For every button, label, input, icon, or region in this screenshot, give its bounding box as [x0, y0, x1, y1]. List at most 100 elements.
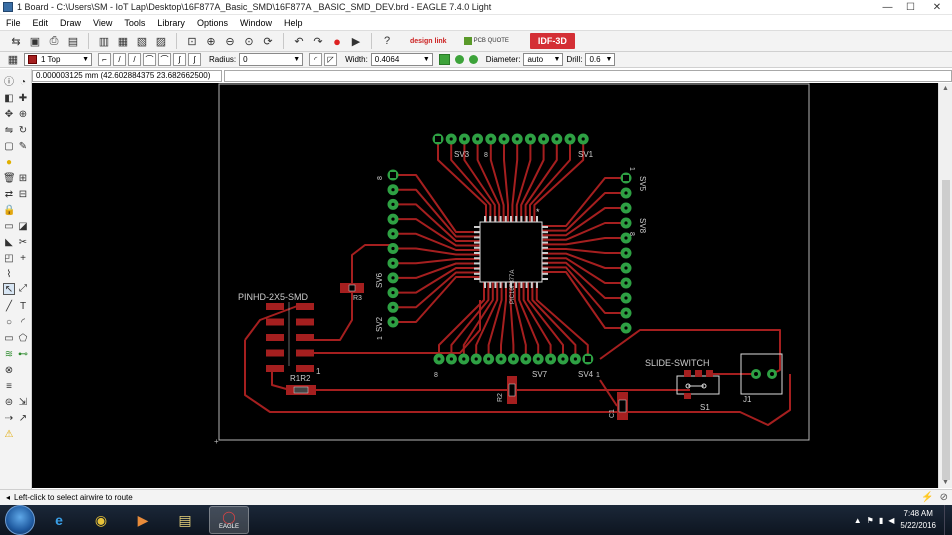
mark-icon[interactable]: ✚ — [18, 93, 28, 104]
wire-icon[interactable]: ⤢ — [19, 283, 27, 294]
undo-icon[interactable]: ↶ — [294, 35, 304, 48]
route-icon[interactable]: ⌇ — [6, 269, 12, 280]
scroll-up-icon[interactable]: ▲ — [942, 85, 949, 92]
menu-library[interactable]: Library — [157, 17, 185, 28]
menu-draw[interactable]: Draw — [60, 17, 82, 28]
polygon-icon[interactable]: ⬠ — [18, 333, 28, 344]
maximize-button[interactable]: ☐ — [906, 1, 915, 13]
zoom-select-icon[interactable]: ⊙ — [244, 35, 254, 48]
line-icon[interactable]: ╱ — [5, 301, 13, 312]
text-icon[interactable]: T — [19, 301, 27, 312]
zoom-out-icon[interactable]: ⊖ — [225, 35, 235, 48]
wire-bend-1-icon[interactable]: / — [113, 53, 126, 66]
name-icon[interactable]: ⊟ — [18, 189, 28, 200]
wire-bend-3-icon[interactable]: ⌒ — [143, 53, 156, 66]
save-icon[interactable]: ▣ — [29, 35, 41, 48]
go-icon[interactable]: ▶ — [351, 35, 361, 48]
route-auto-icon[interactable]: ↗ — [18, 413, 28, 424]
board-canvas[interactable]: + PIC16F877A * R3 R1R2 R2 C1 PINHD-2X5-S… — [32, 83, 938, 488]
wire-bend-0-icon[interactable]: ⌐ — [98, 53, 111, 66]
width-select[interactable]: 0.4064 ▼ — [370, 53, 433, 66]
signal-icon[interactable]: ⊷ — [18, 349, 28, 360]
delete-icon[interactable]: 🗑 — [3, 173, 16, 184]
show-icon[interactable]: ◔ — [19, 77, 27, 88]
via-round-icon[interactable] — [454, 55, 464, 64]
paste-icon[interactable]: ● — [5, 157, 13, 168]
optimize-icon[interactable]: ◰ — [4, 253, 14, 264]
minimize-button[interactable]: — — [882, 1, 893, 13]
open-icon[interactable]: ⇆ — [11, 35, 21, 48]
media-player-icon[interactable]: ▶ — [137, 511, 149, 528]
menu-view[interactable]: View — [93, 17, 113, 28]
via-icon[interactable]: ≋ — [4, 349, 14, 360]
replace-icon[interactable]: ⇄ — [4, 189, 14, 200]
vertical-scrollbar[interactable]: ▲ ▼ — [938, 83, 952, 488]
layer-select[interactable]: 1 Top ▼ — [24, 53, 92, 66]
tray-network-icon[interactable]: ▮ — [878, 515, 884, 525]
ripup-icon[interactable]: ↖ — [3, 283, 15, 295]
command-input[interactable] — [224, 69, 952, 82]
circle-icon[interactable]: ○ — [5, 317, 13, 328]
scrollbar-thumb[interactable] — [942, 180, 950, 480]
radius-select[interactable]: 0 ▼ — [239, 53, 304, 66]
print-icon[interactable]: ⎙ — [49, 34, 59, 47]
diameter-select[interactable]: auto ▼ — [523, 53, 564, 66]
attribute-icon[interactable]: ≡ — [6, 381, 12, 392]
info-icon[interactable]: ⓘ — [4, 77, 14, 88]
erc-icon[interactable]: ⚠ — [4, 429, 14, 440]
board-icon[interactable]: ▦ — [117, 35, 129, 48]
redo-icon[interactable]: ↷ — [313, 35, 323, 48]
start-button[interactable] — [5, 505, 35, 535]
hole-icon[interactable]: ⊗ — [4, 365, 14, 376]
menu-tools[interactable]: Tools — [124, 17, 146, 28]
zoom-fit-icon[interactable]: ⊡ — [187, 35, 197, 48]
tray-arrow-icon[interactable]: ▲ — [853, 515, 862, 525]
rect-icon[interactable]: ▭ — [4, 333, 14, 344]
dimension-icon[interactable]: ⊜ — [4, 397, 14, 408]
add-icon[interactable]: ⊞ — [18, 173, 28, 184]
show-desktop-button[interactable] — [944, 505, 952, 535]
miter-straight-icon[interactable]: ◸ — [324, 53, 338, 66]
lightning-icon[interactable]: ⚡ — [921, 492, 934, 503]
ie-icon[interactable]: e — [55, 512, 63, 528]
wire-bend-6-icon[interactable]: ∫ — [188, 53, 201, 66]
clock[interactable]: 7:48 AM 5/22/2016 — [900, 508, 936, 532]
designlink-logo[interactable]: design link — [410, 37, 447, 45]
menu-help[interactable]: Help — [283, 17, 303, 28]
meander-icon[interactable]: + — [20, 253, 26, 264]
smash-icon[interactable]: ◪ — [18, 221, 28, 232]
move-icon[interactable]: ✥ — [4, 109, 14, 120]
via-square-icon[interactable] — [438, 54, 450, 65]
lock-icon[interactable]: 🔒 — [3, 205, 16, 216]
explorer-icon[interactable]: ▤ — [178, 511, 192, 528]
menu-options[interactable]: Options — [196, 17, 228, 28]
wire-bend-4-icon[interactable]: ⌒ — [158, 53, 171, 66]
ratsnest-icon[interactable]: ⇲ — [18, 397, 28, 408]
cam-icon[interactable]: ▤ — [67, 35, 79, 48]
arc-icon[interactable]: ◜ — [21, 317, 25, 328]
rotate-icon[interactable]: ↻ — [18, 125, 28, 136]
drill-select[interactable]: 0.6 ▼ — [585, 53, 616, 66]
value-icon[interactable]: ▭ — [4, 221, 14, 232]
menu-window[interactable]: Window — [239, 17, 272, 28]
zoom-in-icon[interactable]: ⊕ — [206, 35, 216, 48]
close-button[interactable]: ✕ — [922, 0, 952, 14]
ulp-icon[interactable]: ▧ — [136, 35, 148, 48]
miter-round-icon[interactable]: ◜ — [309, 53, 323, 66]
via-octagon-icon[interactable] — [468, 55, 478, 64]
idf-3d-button[interactable]: IDF-3D — [529, 33, 575, 49]
tray-flag-icon[interactable]: ⚑ — [866, 515, 874, 525]
pcbquote-logo[interactable]: PCB QUOTE — [463, 37, 509, 45]
stop-status-icon[interactable]: ⊘ — [939, 492, 948, 503]
split-icon[interactable]: ✂ — [18, 237, 28, 248]
menu-edit[interactable]: Edit — [32, 17, 49, 28]
auto-icon[interactable]: ⇢ — [4, 413, 14, 424]
schematic-icon[interactable]: ▥ — [98, 35, 110, 48]
miter-icon[interactable]: ◣ — [5, 237, 13, 248]
chrome-icon[interactable]: ◉ — [94, 511, 108, 528]
redraw-icon[interactable]: ⟳ — [263, 35, 273, 48]
display-icon[interactable]: ◧ — [4, 93, 14, 104]
stop-icon[interactable]: ● — [333, 33, 341, 49]
grid-icon[interactable]: ▦ — [7, 54, 19, 66]
board-drawing[interactable]: + PIC16F877A * R3 R1R2 R2 C1 PINHD-2X5-S… — [32, 83, 938, 488]
